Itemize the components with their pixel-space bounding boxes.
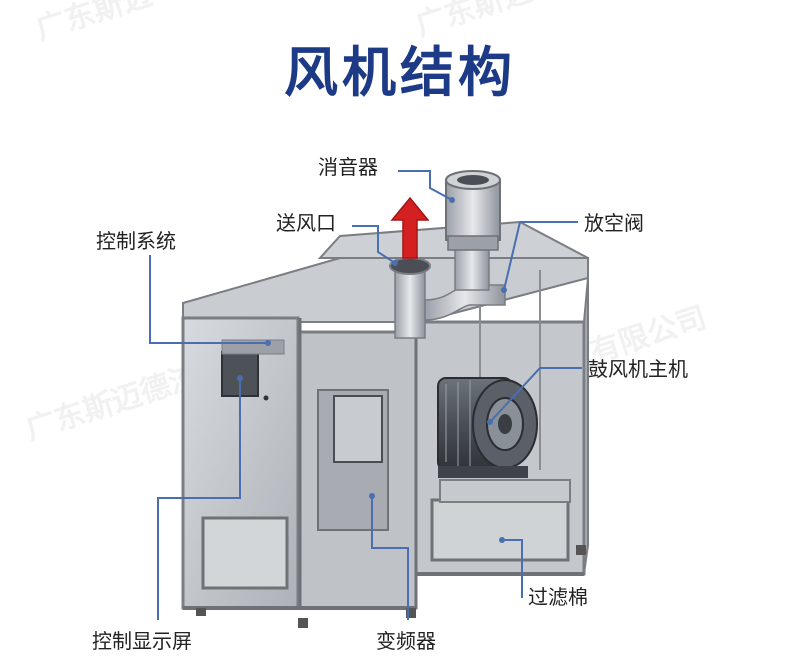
- label-filter-cotton: 过滤棉: [528, 585, 588, 609]
- label-inverter: 变频器: [376, 629, 436, 653]
- air-outlet-arrow: [390, 196, 430, 259]
- label-outlet: 送风口: [276, 211, 336, 235]
- leader-inverter: [371, 496, 409, 620]
- label-blower-main: 鼓风机主机: [588, 357, 688, 381]
- leader-lines: [149, 170, 582, 620]
- leader-outlet: [352, 225, 396, 264]
- watermark-text: 广东斯迈德流: [22, 359, 204, 448]
- left-vent: [201, 516, 289, 590]
- outlet-pipe: [394, 267, 426, 339]
- watermark-text: 广东斯迈: [32, 0, 157, 48]
- label-display: 控制显示屏: [92, 629, 192, 653]
- leader-vent-valve: [503, 221, 578, 291]
- watermark-text: 广东斯迈: [412, 0, 537, 44]
- cabinet-top: [182, 257, 589, 323]
- leader-control-system: [149, 255, 268, 344]
- cabinet: [181, 170, 589, 628]
- leader-blower-main: [489, 367, 582, 423]
- label-vent-valve: 放空阀: [584, 211, 644, 235]
- vent-valve-pipe: [424, 284, 506, 321]
- leader-display: [157, 378, 241, 620]
- page-title: 风机结构: [284, 41, 516, 104]
- cabinet-side: [583, 277, 589, 575]
- label-muffler: 消音器: [318, 155, 378, 179]
- leader-end-dots: [237, 197, 507, 543]
- leader-filter-cotton: [502, 539, 523, 598]
- label-control-system: 控制系统: [96, 229, 176, 253]
- leader-muffler: [398, 170, 453, 201]
- blower-main-unit: [437, 377, 538, 478]
- filter-cotton-box: [430, 498, 570, 562]
